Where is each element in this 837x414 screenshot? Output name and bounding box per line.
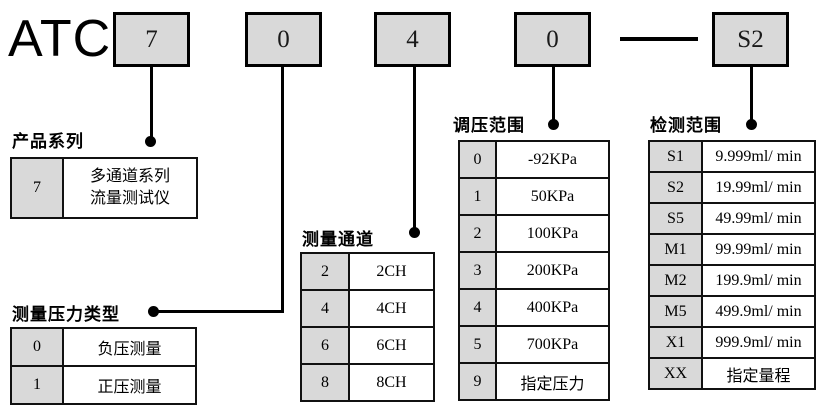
table-row: 3 200KPa [460,251,608,288]
table-channels: 2 2CH 4 4CH 6 6CH 8 8CH [300,252,435,402]
table-row: 2 100KPa [460,214,608,251]
table-row: 0 -92KPa [460,142,608,177]
key-cell: 1 [12,367,64,403]
section-title-detection-range: 检测范围 [650,116,722,135]
table-row: X1 999.9ml/ min [650,326,814,357]
key-cell: X1 [650,328,703,357]
value-cell: 正压测量 [64,367,195,403]
value-cell: 400KPa [497,290,608,325]
table-row: 1 50KPa [460,177,608,214]
section-title-pressure-range: 调压范围 [453,116,525,135]
table-row: M2 199.9ml/ min [650,264,814,295]
value-cell: 199.9ml/ min [703,266,814,295]
connector-line-pressure-type-horizontal [153,310,284,313]
key-cell: 8 [302,365,350,400]
code-separator-dash [620,37,698,41]
key-cell: XX [650,359,703,388]
key-cell: 0 [460,142,497,177]
key-cell: M1 [650,235,703,264]
connector-line-detection-range [750,67,753,121]
table-row: 8 8CH [302,363,433,400]
table-row: 6 6CH [302,326,433,363]
connector-dot-product-series [145,136,156,147]
key-cell: 1 [460,179,497,214]
key-cell: M2 [650,266,703,295]
key-cell: 4 [302,291,350,326]
value-cell: 4CH [350,291,433,326]
value-cell: 50KPa [497,179,608,214]
table-row: S2 19.99ml/ min [650,171,814,202]
key-cell: S1 [650,142,703,171]
connector-line-channels [413,67,416,229]
table-row: 5 700KPa [460,325,608,362]
table-row: S1 9.999ml/ min [650,142,814,171]
value-cell: 49.99ml/ min [703,204,814,233]
value-cell: 9.999ml/ min [703,142,814,171]
key-cell: 3 [460,253,497,288]
key-cell: 4 [460,290,497,325]
section-title-product-series: 产品系列 [12,132,84,151]
connector-dot-detection-range [746,119,757,130]
value-cell: 8CH [350,365,433,400]
table-row: 4 4CH [302,289,433,326]
value-cell: 499.9ml/ min [703,297,814,326]
code-box-channels: 4 [374,12,451,67]
connector-dot-pressure-range [548,119,559,130]
section-title-channels: 测量通道 [302,230,374,249]
table-row: 9 指定压力 [460,362,608,399]
value-cell: 700KPa [497,327,608,362]
connector-line-pressure-type-vertical [281,67,284,313]
section-title-pressure-type: 测量压力类型 [12,305,120,324]
key-cell: 6 [302,328,350,363]
value-cell: 负压测量 [64,329,195,365]
value-cell: 100KPa [497,216,608,251]
table-product-series: 7 多通道系列 流量测试仪 [10,157,198,219]
key-cell: S2 [650,173,703,202]
key-cell: M5 [650,297,703,326]
table-row: M1 99.99ml/ min [650,233,814,264]
code-box-detection-range: S2 [712,12,789,67]
code-box-pressure-type: 0 [245,12,322,67]
brand-text: ATC [8,10,112,68]
table-row: M5 499.9ml/ min [650,295,814,326]
value-cell: 指定量程 [703,359,814,388]
table-pressure-type: 0 负压测量 1 正压测量 [10,327,197,405]
table-row: S5 49.99ml/ min [650,202,814,233]
code-box-series: 7 [113,12,190,67]
table-row: XX 指定量程 [650,357,814,388]
value-cell: -92KPa [497,142,608,177]
key-cell: 7 [12,159,64,217]
key-cell: 9 [460,364,497,399]
table-row: 1 正压测量 [12,365,195,403]
key-cell: 0 [12,329,64,365]
connector-dot-channels [409,227,420,238]
table-pressure-range: 0 -92KPa 1 50KPa 2 100KPa 3 200KPa 4 400… [458,140,610,401]
table-row: 7 多通道系列 流量测试仪 [12,159,196,217]
value-cell: 999.9ml/ min [703,328,814,357]
value-cell: 2CH [350,254,433,289]
value-cell: 99.99ml/ min [703,235,814,264]
key-cell: 2 [460,216,497,251]
table-row: 2 2CH [302,254,433,289]
connector-line-pressure-range [552,67,555,121]
table-row: 4 400KPa [460,288,608,325]
key-cell: S5 [650,204,703,233]
table-row: 0 负压测量 [12,329,195,365]
key-cell: 5 [460,327,497,362]
table-detection-range: S1 9.999ml/ min S2 19.99ml/ min S5 49.99… [648,140,816,390]
value-cell: 多通道系列 流量测试仪 [64,159,196,217]
key-cell: 2 [302,254,350,289]
value-cell: 指定压力 [497,364,608,399]
connector-line-product-series [150,67,153,139]
value-cell: 6CH [350,328,433,363]
connector-dot-pressure-type [148,306,159,317]
code-box-pressure-range: 0 [514,12,591,67]
value-cell: 200KPa [497,253,608,288]
value-cell: 19.99ml/ min [703,173,814,202]
